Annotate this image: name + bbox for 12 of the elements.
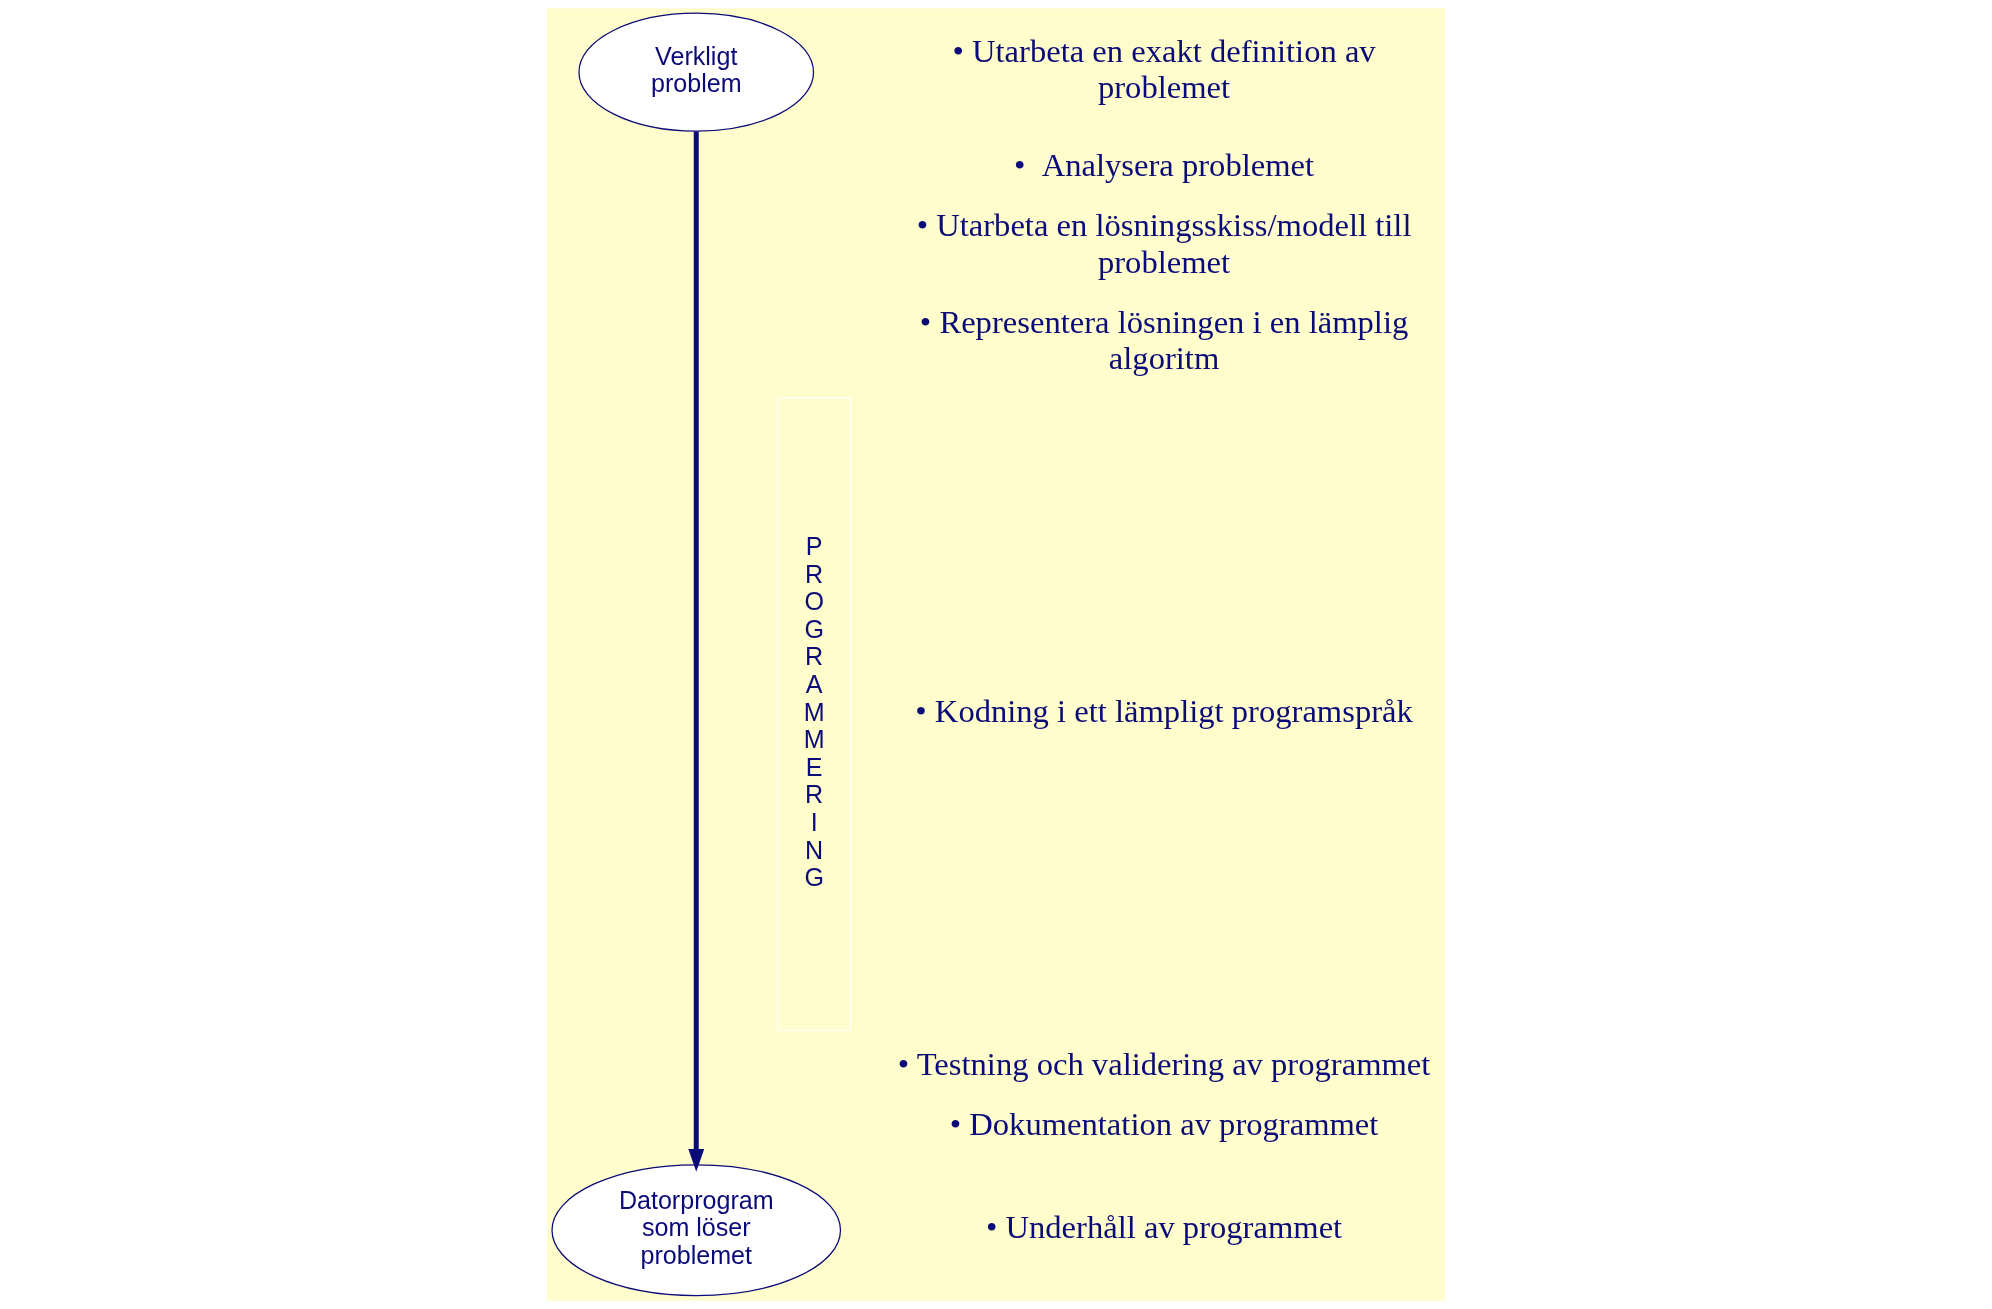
label: • Representera lösningen i en lämplig algoritm	[919, 303, 1409, 377]
node-box: PROGRAMMERING	[777, 397, 852, 1031]
label: • Underhåll av programmet	[985, 1209, 1343, 1246]
label: • Testning och validering av programmet	[897, 1046, 1431, 1083]
arrow	[688, 131, 705, 1172]
label: • Dokumentation av programmet	[949, 1106, 1379, 1143]
label: • Kodning i ett lämpligt programspråk	[915, 693, 1413, 730]
label: • Utarbeta en exakt definition av problemet	[952, 32, 1376, 106]
label: • Analysera problemet	[1014, 147, 1315, 183]
node-ellipse: Verkligt problem	[578, 12, 815, 132]
label: • Utarbeta en lösningsskiss/modell till problemet	[916, 207, 1412, 280]
node-ellipse: Datorprogram som löser problemet	[551, 1164, 842, 1297]
